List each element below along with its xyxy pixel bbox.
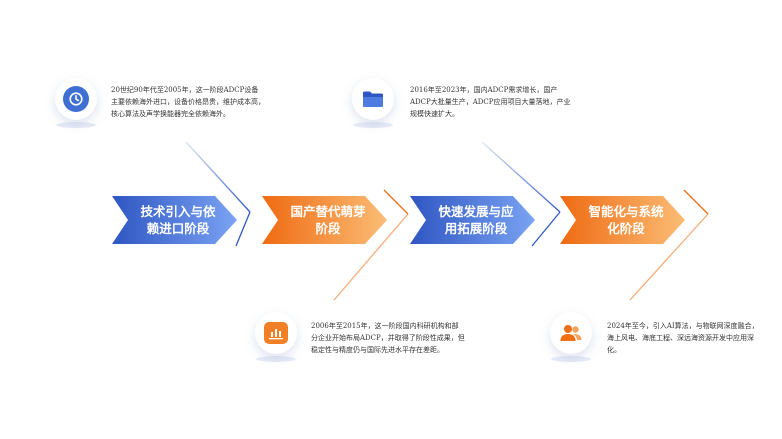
stage-1-label: 技术引入与依 赖进口阶段: [130, 203, 226, 237]
stage-4-description-line: 海上风电、海底工程、深远海资源开发中应用深: [607, 334, 754, 342]
stage-4-description: 2024年至今，引入AI算法，与物联网深度融合， 海上风电、海底工程、深远海资源…: [607, 320, 779, 356]
stage-4-label: 智能化与系统 化阶段: [578, 203, 674, 237]
connector-stage-1: [185, 141, 251, 247]
icon-shadow: [256, 356, 296, 362]
users-icon: [560, 325, 582, 341]
stage-1-description: 20世纪90年代至2005年，这一阶段ADCP设备 主要依赖海外进口，设备价格昂…: [111, 84, 291, 120]
stage-1-description-line: 主要依赖海外进口，设备价格昂贵，维护成本高，: [111, 98, 265, 106]
stage-4-description-line: 化。: [607, 346, 621, 354]
stage-3-description-line: 规模快速扩大。: [410, 110, 459, 118]
stage-1-label-line2: 赖进口阶段: [146, 221, 210, 236]
stage-3-chevron: [410, 196, 535, 244]
stage-2-label: 国产替代萌芽 阶段: [280, 203, 376, 237]
folder-icon: [363, 91, 383, 107]
chart-board-icon: [269, 329, 283, 340]
stage-3-label: 快速发展与应 用拓展阶段: [428, 203, 524, 237]
stage-2-description: 2006年至2015年，这一阶段国内科研机构和部 分企业开始布局ADCP，并取得…: [311, 320, 491, 356]
connector-stage-3: [481, 141, 561, 247]
stage-2-chevron: [262, 196, 387, 244]
stage-1-description-line: 核心算法及声学换能器完全依赖海外。: [111, 110, 230, 118]
stage-4-icon-badge: [550, 312, 592, 354]
stage-2-description-line: 分企业开始布局ADCP，并取得了阶段性成果，但: [311, 334, 465, 342]
stage-4-label-line2: 化阶段: [607, 221, 645, 236]
stage-2-description-line: 稳定性与精度仍与国际先进水平存在差距。: [311, 346, 444, 354]
stage-1-chevron: [112, 196, 237, 244]
icon-shadow: [353, 122, 393, 128]
stage-3-label-line1: 快速发展与应: [438, 204, 514, 219]
stage-1-description-line: 20世纪90年代至2005年，这一阶段ADCP设备: [111, 86, 259, 94]
stage-4-label-line1: 智能化与系统: [588, 204, 664, 219]
stage-2-label-line1: 国产替代萌芽: [290, 204, 366, 219]
icon-shadow: [56, 122, 96, 128]
stage-2-label-line2: 阶段: [315, 221, 341, 236]
stage-3-description: 2016年至2023年，国内ADCP需求增长，国产 ADCP大批量生产，ADCP…: [410, 84, 590, 120]
icon-shadow: [551, 356, 591, 362]
connector-stage-2: [333, 189, 409, 301]
stage-3-description-line: ADCP大批量生产，ADCP应用项目大量落地，产业: [410, 98, 571, 106]
stage-2-icon-badge: [255, 312, 297, 354]
stage-4-chevron: [560, 196, 685, 244]
stage-1-icon-badge: [55, 78, 97, 120]
stage-3-icon-badge: [352, 78, 394, 120]
stage-4-description-line: 2024年至今，引入AI算法，与物联网深度融合，: [607, 322, 759, 330]
stage-1-label-line1: 技术引入与依: [140, 204, 216, 219]
stage-3-label-line2: 用拓展阶段: [444, 221, 508, 236]
connector-stage-4: [629, 189, 709, 301]
stage-2-description-line: 2006年至2015年，这一阶段国内科研机构和部: [311, 322, 459, 330]
clock-icon: [69, 92, 83, 106]
stage-3-description-line: 2016年至2023年，国内ADCP需求增长，国产: [410, 86, 558, 94]
